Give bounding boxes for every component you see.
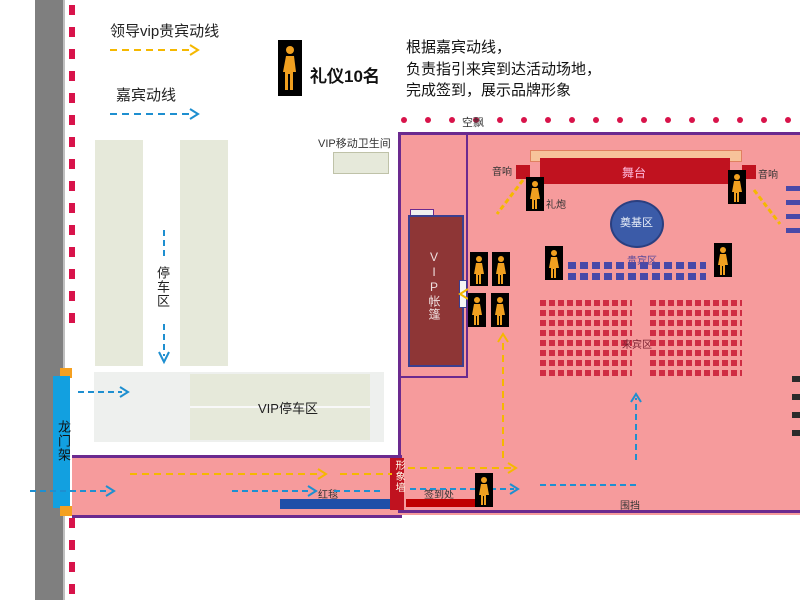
etiquette-legend-figure: [283, 46, 296, 90]
parking-route-down-svg: [158, 230, 170, 365]
dragon-gate-label: 龙门架: [56, 420, 71, 462]
road: [35, 0, 63, 600]
right-edge-seats-top-svg: [786, 186, 800, 233]
left-dot-boundary-bottom: [69, 518, 77, 600]
right-edge-seats-top: [786, 186, 800, 246]
audio-right-label: 音响: [758, 170, 778, 181]
instruction-line-1: 根据嘉宾动线，: [406, 39, 512, 56]
vip-tent-door: [459, 280, 467, 308]
image-wall: [390, 458, 404, 510]
guest-seat-right-svg: [650, 300, 742, 380]
legend-guest-arrow-svg: [110, 108, 200, 120]
venue-inner-box: [400, 134, 468, 378]
etiquette-count: 礼仪10名: [310, 67, 380, 86]
left-dot-boundary-bottom-svg: [69, 518, 75, 594]
legend-guest-route-label: 嘉宾动线: [116, 87, 177, 104]
legend-guest-route-arrow: [110, 108, 202, 120]
vip-seat-svg: [568, 262, 706, 280]
venue-bottom-border: [398, 510, 800, 513]
audio-left: [516, 165, 530, 179]
instruction-line-3: 完成签到，展示品牌形象: [406, 82, 572, 99]
sign-in-label: 签到处: [424, 490, 454, 501]
vip-parking-label: VIP停车区: [258, 401, 318, 416]
fireworks-label: 礼炮: [546, 200, 566, 211]
dragon-gate: [53, 376, 70, 508]
left-dot-boundary-svg: [69, 5, 75, 323]
road-edge: [63, 0, 65, 600]
dragon-gate-accent-bottom: [60, 506, 72, 516]
right-edge-seats-bottom: [792, 376, 800, 446]
vip-tent-label: VIP帐篷: [427, 250, 441, 321]
vip-parking-divider: [190, 406, 370, 408]
right-edge-seats-bottom-svg: [792, 376, 800, 436]
red-carpet-label: 红毯: [318, 490, 338, 501]
parking-lot-right: [180, 140, 228, 366]
guest-area-label: 来宾区: [622, 340, 652, 351]
sign-in-desk: [406, 499, 476, 507]
image-wall-label: 形象墙: [393, 460, 404, 493]
audio-right: [742, 165, 756, 179]
parking-route-down: [158, 230, 170, 368]
legend-vip-route-arrow: [110, 44, 202, 56]
fireworks-right-svg: [752, 189, 782, 225]
parking-label: 停车区: [155, 266, 170, 308]
guest-seat-right: [650, 300, 742, 380]
legend-vip-route-label: 领导vip贵宾动线: [110, 23, 220, 40]
dragon-gate-accent-top: [60, 368, 72, 378]
foundation-label: 奠基区: [620, 217, 653, 229]
entry-strip: [72, 455, 402, 518]
guest-seat-left-svg: [540, 300, 632, 380]
etiquette-legend-icon: [278, 40, 302, 96]
audio-left-label: 音响: [492, 167, 512, 178]
red-carpet: [280, 499, 390, 509]
empty-float-label: 空飘: [462, 117, 484, 129]
legend-vip-arrow-svg: [110, 44, 200, 56]
vip-restroom: [333, 152, 389, 174]
stage-label: 舞台: [622, 166, 647, 180]
vip-seat-label: 贵宾区: [627, 256, 657, 267]
guest-seat-left: [540, 300, 632, 380]
top-dot-boundary: [398, 116, 800, 124]
foundation-circle: [610, 200, 664, 248]
left-dot-boundary: [69, 5, 77, 345]
top-dot-boundary-svg: [401, 117, 791, 123]
vip-tent: [408, 215, 464, 367]
vip-parking-route-svg: [78, 386, 130, 398]
fireworks-left-svg: [495, 179, 525, 215]
stage: [540, 158, 730, 184]
vip-restroom-label: VIP移动卫生间: [318, 138, 391, 150]
vip-seat-block: [566, 262, 706, 282]
fence-label: 围挡: [620, 501, 640, 512]
vip-parking-route: [78, 385, 134, 399]
instruction-line-2: 负责指引来宾到达活动场地，: [406, 61, 602, 78]
fireworks-right: [752, 188, 782, 228]
fireworks-left: [495, 178, 525, 218]
parking-lot-left: [95, 140, 143, 366]
